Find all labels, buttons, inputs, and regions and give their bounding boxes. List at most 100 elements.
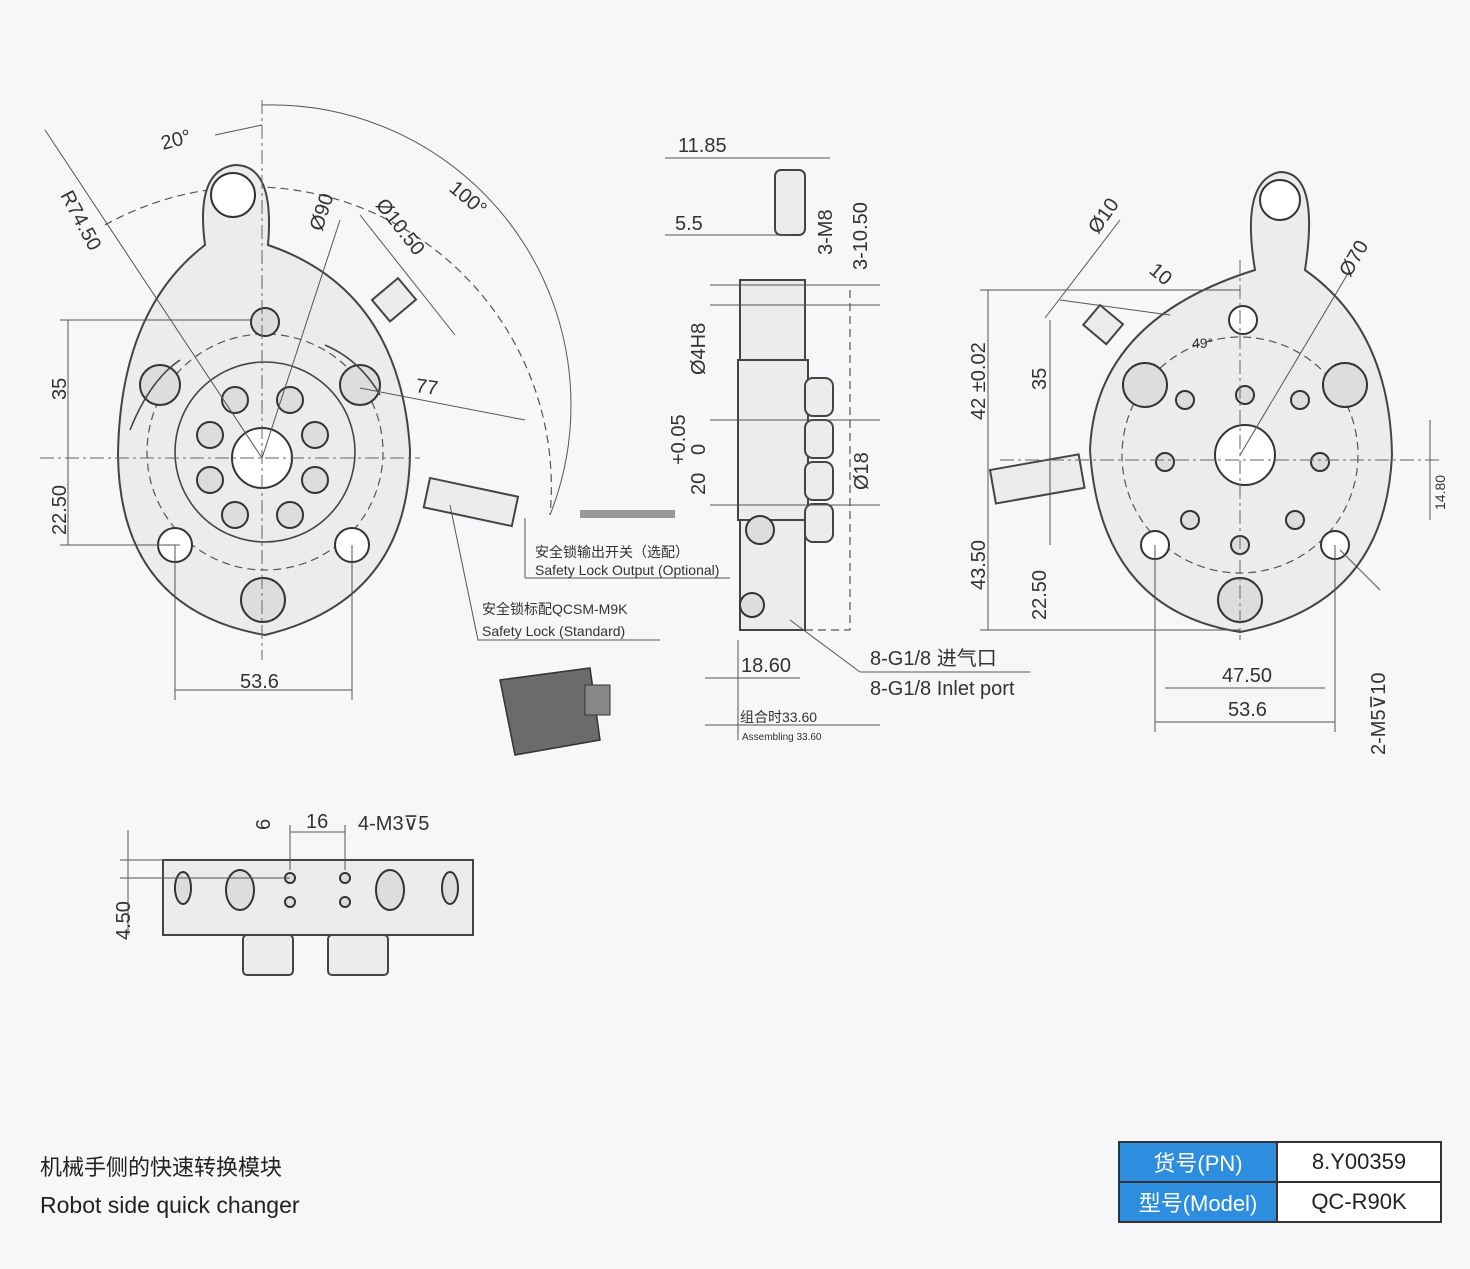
dim-77-line xyxy=(359,387,526,421)
assembly-cn-label: 组合时33.60 xyxy=(740,709,817,725)
dia-10-50-label: Ø10.50 xyxy=(371,195,429,260)
inlet-leader xyxy=(789,619,861,673)
pin-hole xyxy=(339,364,381,406)
pin-hole xyxy=(139,364,181,406)
port-hole xyxy=(301,466,329,494)
rear-port xyxy=(1175,390,1195,410)
dim-20-label: 20 xyxy=(688,473,710,495)
pn-label: 货号(PN) xyxy=(1118,1141,1278,1183)
dim-3-m8-label: 3-M8 xyxy=(815,209,837,255)
sensor-rod xyxy=(580,510,675,518)
safety-lock-image xyxy=(499,667,601,756)
radius-arc xyxy=(104,186,552,516)
dim-77-label: 77 xyxy=(414,375,439,400)
rear-thread-label: 2-M5⊽10 xyxy=(1368,673,1390,755)
standard-cn-label: 安全锁标配QCSM-M9K xyxy=(482,601,628,617)
rear-port xyxy=(1155,452,1175,472)
bottom-hole xyxy=(225,869,255,911)
bottom-fitting xyxy=(242,934,294,976)
caption-cn: 机械手侧的快速转换模块 xyxy=(40,1156,283,1181)
output-cn-label: 安全锁输出开关（选配） xyxy=(535,544,689,560)
inlet-en-label: 8-G1/8 Inlet port xyxy=(870,678,1015,700)
rear-dia-70-label: Ø70 xyxy=(1335,237,1373,281)
dia-70-leader xyxy=(1239,269,1351,456)
bottom-hole xyxy=(174,871,192,905)
dim-22-50-label: 22.50 xyxy=(49,485,71,535)
rear-dim-14-80-label: 14.80 xyxy=(1432,475,1448,510)
dia-leader xyxy=(261,219,341,459)
pn-row: 货号(PN) 8.Y00359 xyxy=(1118,1141,1442,1183)
bottom-dim-16-label: 16 xyxy=(306,811,328,833)
angle-20-line xyxy=(214,124,263,136)
rear-port xyxy=(1235,385,1255,405)
side-upper-block xyxy=(739,279,806,361)
port-hole xyxy=(301,421,329,449)
thread-leader xyxy=(1339,549,1381,591)
side-view: 11.85 5.5 3-M8 3-10.50 Ø4H8 +0.05 0 20 Ø… xyxy=(665,135,1030,743)
rear-port xyxy=(1285,510,1305,530)
tab-hole xyxy=(210,172,256,218)
side-tab xyxy=(774,169,806,236)
rear-safety-lock xyxy=(988,453,1086,505)
rear-dim-22-50-label: 22.50 xyxy=(1029,570,1051,620)
bottom-hole xyxy=(441,871,459,905)
pn-value: 8.Y00359 xyxy=(1276,1141,1442,1183)
rear-port xyxy=(1310,452,1330,472)
rear-dim-42-label: 42 ±0.02 xyxy=(968,342,990,420)
m3-hole xyxy=(339,896,351,908)
rear-pin-hole xyxy=(1228,305,1258,335)
dia-90-label: Ø90 xyxy=(306,191,339,234)
bottom-fitting xyxy=(327,934,389,976)
side-hole xyxy=(745,515,775,545)
model-label: 型号(Model) xyxy=(1118,1181,1278,1223)
side-hole xyxy=(739,592,765,618)
pin-hole xyxy=(250,307,280,337)
rear-view: Ø10 10 49° Ø70 42 ±0.02 35 43.50 22.50 1… xyxy=(968,170,1448,755)
radius-leader xyxy=(44,129,263,459)
side-fitting xyxy=(804,419,834,459)
safety-lock-image xyxy=(584,684,611,716)
side-mid-block xyxy=(737,359,809,521)
dim-3-10-50-label: 3-10.50 xyxy=(850,202,872,270)
model-value: QC-R90K xyxy=(1276,1181,1442,1223)
bottom-dim-4-50-label: 4.50 xyxy=(113,901,135,940)
dim-18-label: Ø18 xyxy=(851,452,873,490)
callouts: 安全锁输出开关（选配） Safety Lock Output (Optional… xyxy=(449,504,730,756)
dim-11-85-label: 11.85 xyxy=(678,135,727,157)
pin-hole xyxy=(240,577,286,623)
front-view: R74.50 20° 100° Ø90 Ø10.50 77 35 22.50 5… xyxy=(40,100,572,700)
rear-dim-35-label: 35 xyxy=(1029,368,1051,390)
bottom-view: 6 16 4-M3⊽5 4.50 xyxy=(113,811,474,976)
bottom-dim-6-label: 6 xyxy=(253,819,275,830)
dim-53-6-label: 53.6 xyxy=(240,671,279,693)
rear-dim-47-50-label: 47.50 xyxy=(1222,665,1272,687)
front-flange xyxy=(116,163,412,637)
rear-pin-hole xyxy=(1122,362,1168,408)
angle-100-arc xyxy=(261,104,572,516)
radius-label: R74.50 xyxy=(56,187,106,254)
port-hole xyxy=(276,501,304,529)
output-en-label: Safety Lock Output (Optional) xyxy=(535,562,719,578)
dim-5-5-label: 5.5 xyxy=(675,213,703,235)
side-fitting xyxy=(804,503,834,543)
callout-leader xyxy=(449,504,660,641)
m3-hole xyxy=(284,896,296,908)
arc-slot xyxy=(324,344,381,396)
arc-slot xyxy=(129,359,181,431)
rear-dim-10-label: 10 xyxy=(1145,259,1176,290)
m3-hole xyxy=(339,872,351,884)
rear-dim-53-6-label: 53.6 xyxy=(1228,699,1267,721)
rear-port-ring xyxy=(1155,385,1330,555)
dia-10-leader xyxy=(359,214,456,336)
dim-18-60-label: 18.60 xyxy=(741,655,791,677)
safety-lock-body xyxy=(422,476,520,528)
caption-en: Robot side quick changer xyxy=(40,1192,300,1218)
dim-4h8-label: Ø4H8 xyxy=(688,323,710,375)
rear-dia-10-label: Ø10 xyxy=(1084,194,1124,238)
inlet-cn-label: 8-G1/8 进气口 xyxy=(870,647,997,670)
output-switch-body xyxy=(370,276,418,323)
rear-angle-49-label: 49° xyxy=(1192,335,1213,351)
dim-10-line xyxy=(1059,299,1171,316)
